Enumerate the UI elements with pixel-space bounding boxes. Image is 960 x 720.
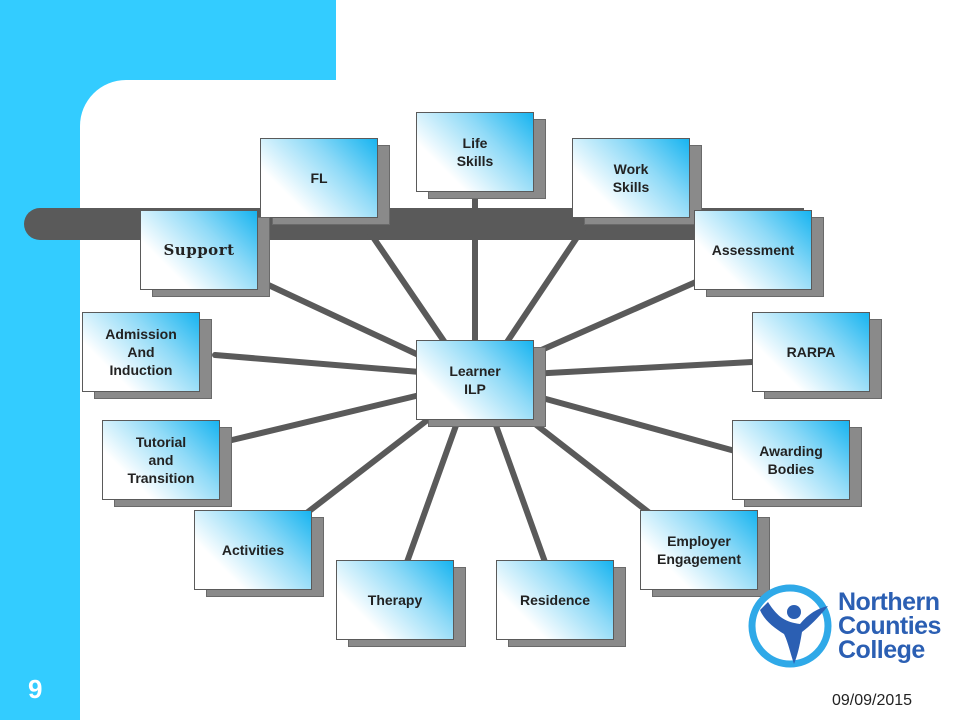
node-label: Tutorial and Transition <box>127 434 195 486</box>
node-label: Assessment <box>711 242 795 258</box>
logo-figure-icon <box>748 584 832 668</box>
node-label: Work Skills <box>612 161 650 195</box>
node-therapy: Therapy <box>336 560 466 647</box>
node-tutorial: Tutorial and Transition <box>102 420 232 507</box>
node-assessment: Assessment <box>694 210 824 297</box>
logo-line-2: Counties <box>838 612 941 640</box>
center-node: Learner ILP <box>416 340 546 427</box>
connector-assessment <box>527 275 708 358</box>
node-admission: Admission And Induction <box>82 312 212 399</box>
slide-date: 09/09/2015 <box>832 692 913 709</box>
node-fl: FL <box>260 138 390 225</box>
logo-line-3: College <box>838 636 925 664</box>
node-label: RARPA <box>786 344 836 360</box>
connector-support <box>259 279 428 361</box>
connector-activities <box>292 415 433 525</box>
node-employer: Employer Engagement <box>640 510 770 597</box>
center-node-label: Learner ILP <box>449 363 501 397</box>
connector-residence <box>491 417 548 565</box>
node-label: FL <box>310 170 328 186</box>
left-accent-band <box>0 0 80 720</box>
college-logo: Northern Counties College <box>748 584 948 668</box>
node-label: Life Skills <box>456 135 494 169</box>
node-life-skills: Life Skills <box>416 112 546 199</box>
logo-line-1: Northern <box>838 588 940 616</box>
connector-employer <box>527 417 659 521</box>
connector-fl <box>357 215 453 353</box>
node-support: Support <box>140 210 270 297</box>
node-work-skills: Work Skills <box>572 138 702 225</box>
node-awarding: Awarding Bodies <box>732 420 862 507</box>
node-residence: Residence <box>496 560 626 647</box>
node-activities: Activities <box>194 510 324 597</box>
node-label: Employer Engagement <box>656 533 741 567</box>
connector-tutorial <box>229 392 423 443</box>
connector-therapy <box>404 417 461 565</box>
connector-rarpa <box>527 359 755 377</box>
node-label: Therapy <box>367 592 423 608</box>
content-corner <box>80 80 180 180</box>
connector-admission <box>212 352 423 375</box>
connector-awarding <box>532 393 738 454</box>
node-label: Admission And Induction <box>105 326 177 378</box>
node-rarpa: RARPA <box>752 312 882 399</box>
node-label: Residence <box>519 592 591 608</box>
page-number: 9 <box>28 674 43 704</box>
node-label: Awarding Bodies <box>759 443 823 477</box>
connector-work-skills <box>502 215 593 348</box>
node-label: Activities <box>221 542 285 558</box>
node-label: Support <box>163 241 235 259</box>
